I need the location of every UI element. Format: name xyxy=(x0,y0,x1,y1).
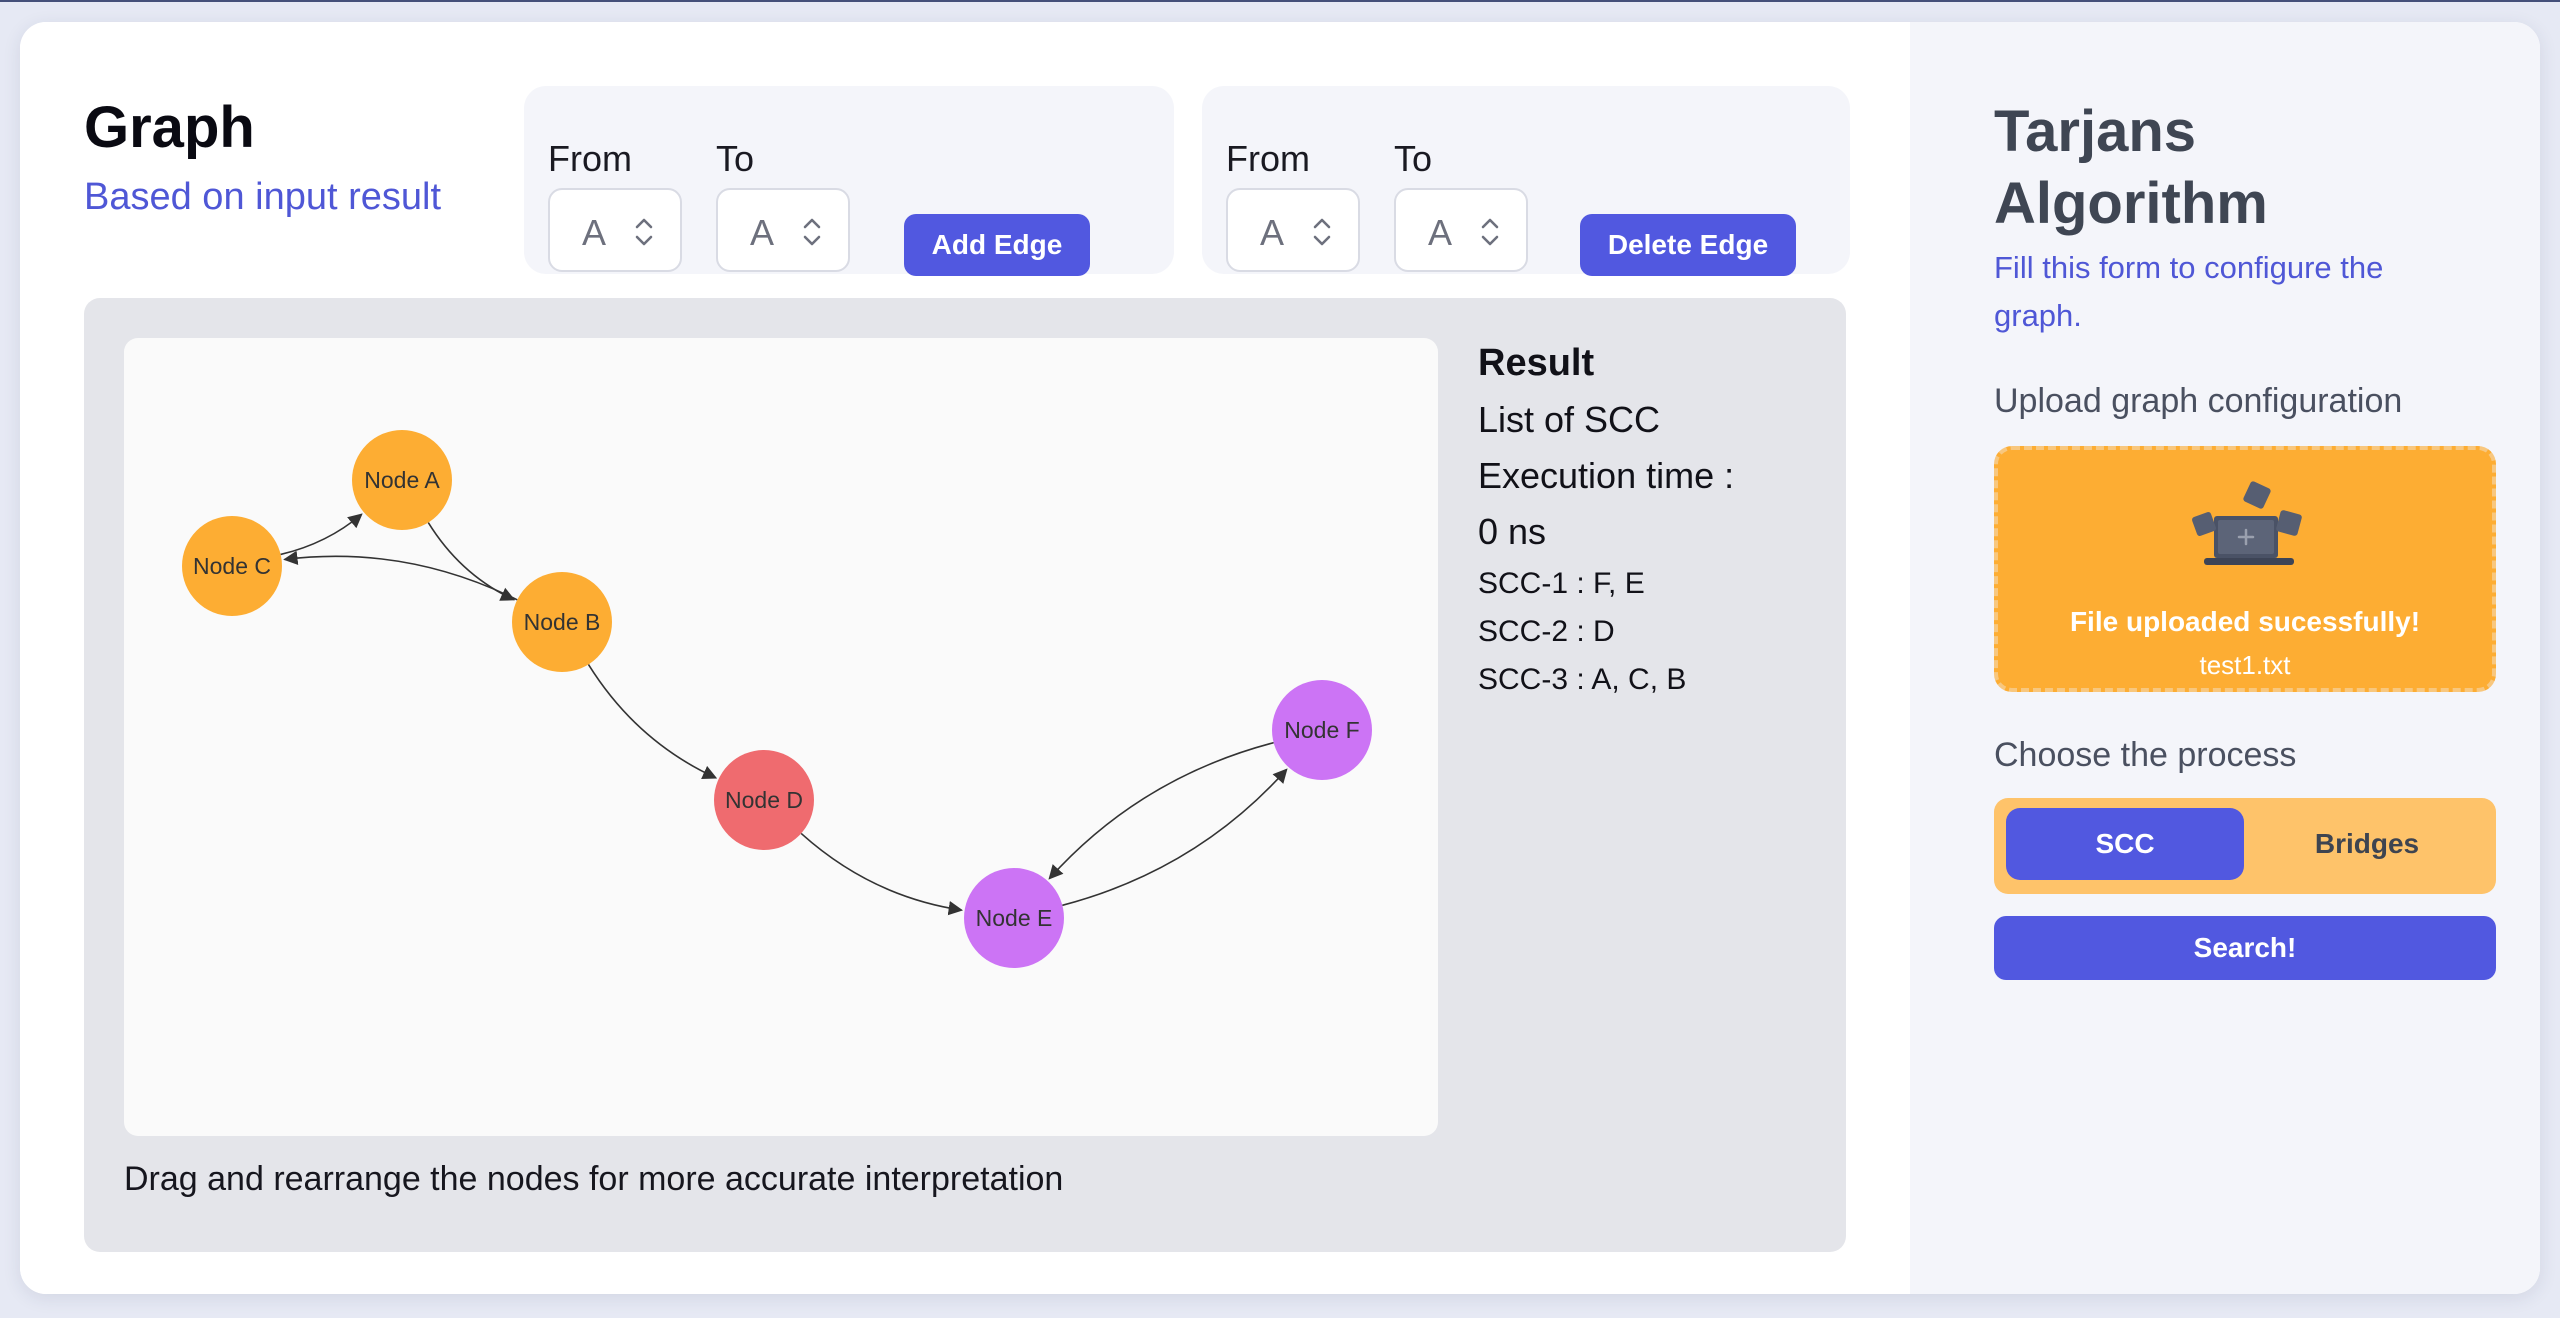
edge-b-d xyxy=(587,664,718,779)
edge-b-c xyxy=(283,550,518,601)
add-to-select[interactable]: A xyxy=(716,188,850,272)
edge-d-e xyxy=(800,832,964,916)
scc-list-label: List of SCC xyxy=(1478,399,1661,440)
drag-hint: Drag and rearrange the nodes for more ac… xyxy=(124,1160,1064,1198)
laptop-upload-icon xyxy=(2192,481,2302,565)
add-to-value: A xyxy=(750,212,775,253)
file-dropzone[interactable]: File uploaded sucessfully! test1.txt xyxy=(1994,446,2496,692)
node-label: Node A xyxy=(364,467,440,493)
config-panel: Tarjans Algorithm Fill this form to conf… xyxy=(1910,22,2540,1294)
result-panel: Result List of SCC Execution time : 0 ns… xyxy=(1478,342,1734,711)
graph-node-f[interactable]: Node F xyxy=(1272,680,1372,780)
delete-from-select[interactable]: A xyxy=(1226,188,1360,272)
delete-edge-button[interactable]: Delete Edge xyxy=(1580,214,1796,276)
node-circle xyxy=(1272,680,1372,780)
delete-to-label: To xyxy=(1394,138,1433,179)
graph-node-b[interactable]: Node B xyxy=(512,572,612,672)
uploaded-filename: test1.txt xyxy=(2199,650,2291,680)
chevron-up-down-icon xyxy=(635,218,653,246)
edge-e-f xyxy=(1062,768,1288,907)
delete-to-value: A xyxy=(1428,212,1453,253)
upload-success-message: File uploaded sucessfully! xyxy=(2069,606,2421,637)
add-from-label: From xyxy=(548,138,632,179)
add-edge-button[interactable]: Add Edge xyxy=(904,214,1090,276)
execution-time-label: Execution time : xyxy=(1478,455,1735,496)
node-circle xyxy=(714,750,814,850)
node-circle xyxy=(352,430,452,530)
process-toggle: SCC Bridges xyxy=(1994,798,2496,894)
delete-from-label: From xyxy=(1226,138,1310,179)
upload-label: Upload graph configuration xyxy=(1994,382,2403,420)
node-circle xyxy=(182,516,282,616)
graph-canvas[interactable]: Node A Node B Node C Node D Node E Node F xyxy=(124,338,1438,1136)
delete-from-value: A xyxy=(1260,212,1285,253)
scc-item: SCC-3 : A, C, B xyxy=(1478,663,1687,696)
edge-f-e xyxy=(1048,741,1274,880)
algorithm-subtitle: Fill this form to configure the graph. xyxy=(1994,250,2384,333)
node-circle xyxy=(964,868,1064,968)
graph-node-e[interactable]: Node E xyxy=(964,868,1064,968)
algorithm-title: Tarjans Algorithm xyxy=(1994,99,2268,236)
scc-item: SCC-1 : F, E xyxy=(1478,567,1645,600)
graph-node-c[interactable]: Node C xyxy=(182,516,282,616)
add-to-label: To xyxy=(716,138,755,179)
graph-node-d[interactable]: Node D xyxy=(714,750,814,850)
process-option-scc[interactable]: SCC xyxy=(2006,808,2244,880)
node-label: Node D xyxy=(725,787,803,813)
add-edge-form: From To A A Add Edge xyxy=(524,86,1174,276)
scc-item: SCC-2 : D xyxy=(1478,615,1615,648)
graph-title: Graph xyxy=(84,95,255,160)
chevron-up-down-icon xyxy=(1313,218,1331,246)
add-from-value: A xyxy=(582,212,607,253)
graph-area: Node A Node B Node C Node D Node E Node F Res… xyxy=(84,298,1846,1252)
graph-svg: Node A Node B Node C Node D Node E Node F xyxy=(182,430,1372,968)
node-label: Node E xyxy=(976,905,1053,931)
graph-node-a[interactable]: Node A xyxy=(352,430,452,530)
node-label: Node F xyxy=(1284,717,1359,743)
execution-time-value: 0 ns xyxy=(1478,511,1547,552)
delete-edge-form: From To A A Delete Edge xyxy=(1202,86,1850,276)
result-title: Result xyxy=(1478,342,1595,384)
process-option-bridges[interactable]: Bridges xyxy=(2314,828,2420,859)
search-button[interactable]: Search! xyxy=(1994,916,2496,980)
delete-to-select[interactable]: A xyxy=(1394,188,1528,272)
chevron-up-down-icon xyxy=(1481,218,1499,246)
add-from-select[interactable]: A xyxy=(548,188,682,272)
graph-subtitle: Based on input result xyxy=(84,176,442,218)
chevron-up-down-icon xyxy=(803,218,821,246)
node-circle xyxy=(512,572,612,672)
main-card: Graph Based on input result From To A A … xyxy=(20,22,2540,1294)
process-label: Choose the process xyxy=(1994,736,2297,774)
edge-c-a xyxy=(280,513,363,556)
node-label: Node B xyxy=(524,609,601,635)
node-label: Node C xyxy=(193,553,271,579)
edge-a-b xyxy=(427,522,516,601)
graph-panel: Graph Based on input result From To A A … xyxy=(20,22,1910,1294)
